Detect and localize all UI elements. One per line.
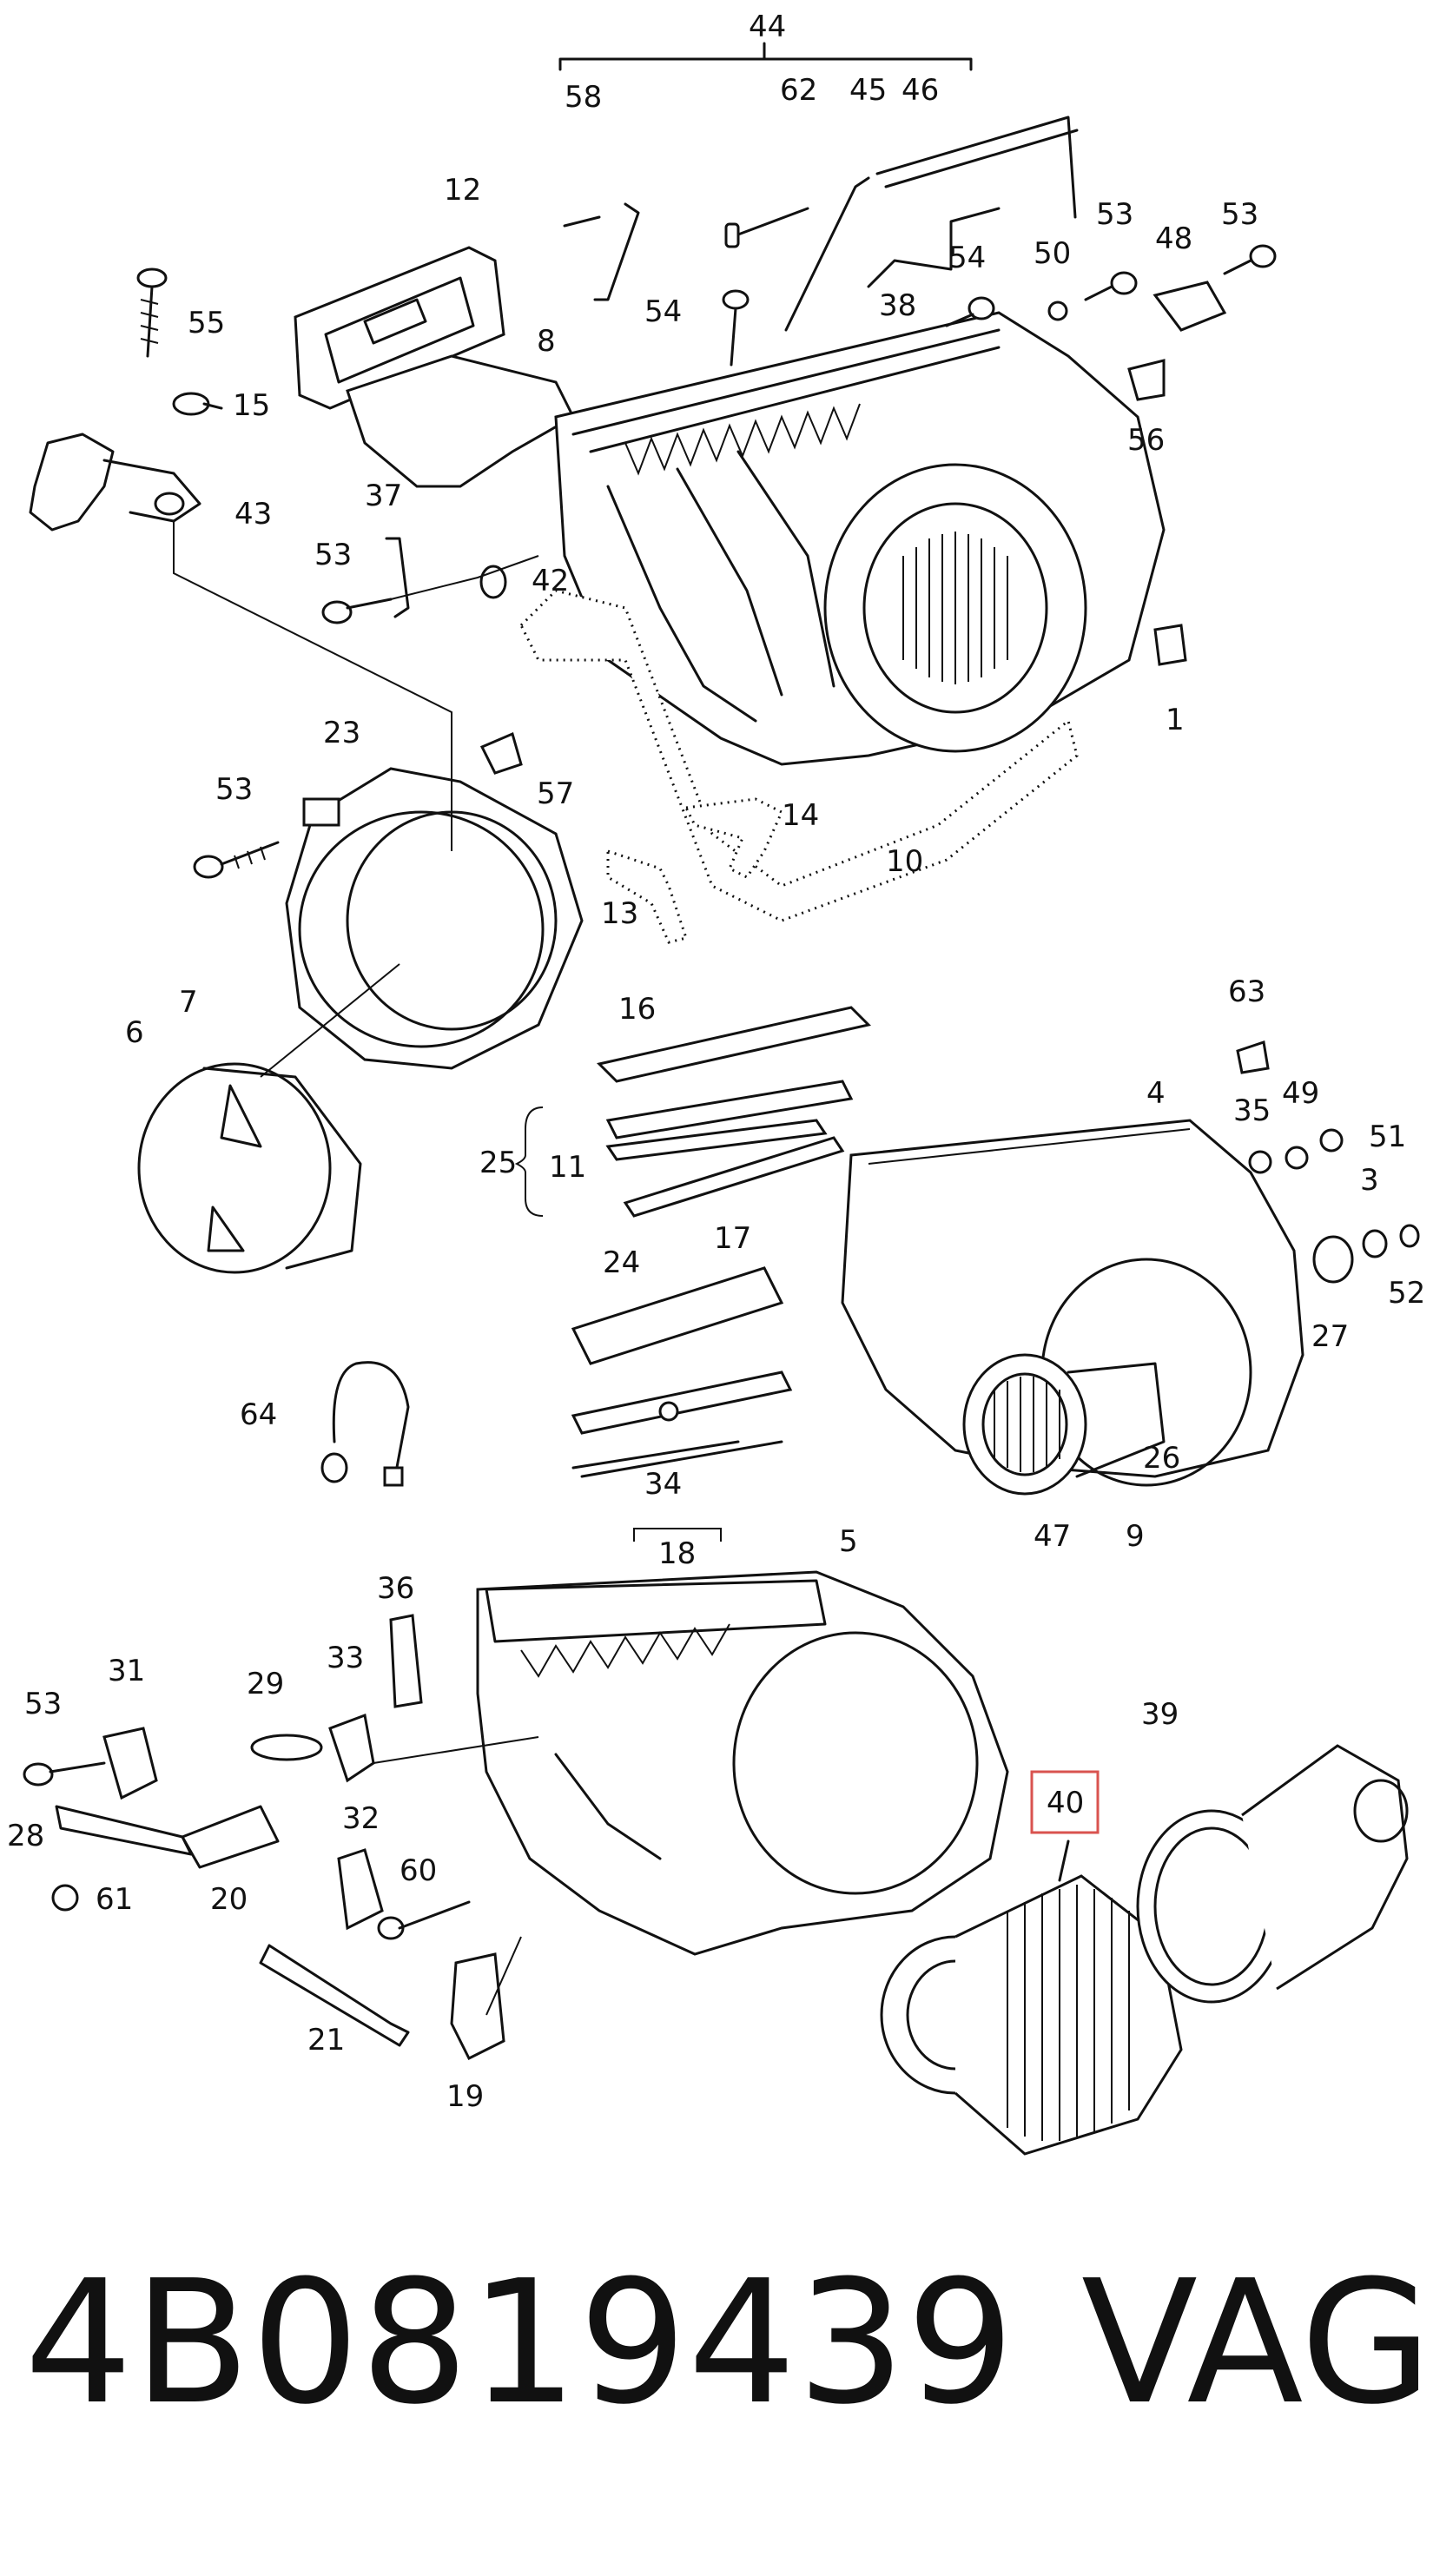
callout-1: 1 — [1166, 703, 1185, 737]
callout-24: 24 — [603, 1245, 640, 1280]
callout-53-d: 53 — [215, 772, 253, 807]
callout-49: 49 — [1282, 1076, 1319, 1111]
callout-17: 17 — [714, 1221, 751, 1256]
middle-assembly — [137, 963, 1420, 1542]
callout-56: 56 — [1127, 423, 1165, 458]
callout-48: 48 — [1155, 221, 1192, 256]
callout-36: 36 — [377, 1571, 414, 1606]
callout-32: 32 — [342, 1801, 380, 1836]
callout-44: 44 — [749, 10, 786, 44]
callout-9: 9 — [1126, 1519, 1145, 1554]
callout-39: 39 — [1141, 1697, 1179, 1732]
callout-55: 55 — [188, 306, 225, 340]
callout-18: 18 — [658, 1536, 696, 1571]
callout-53-e: 53 — [24, 1687, 62, 1721]
callout-37: 37 — [365, 479, 402, 513]
callout-labels: 44 58 62 45 46 12 55 15 43 8 53 48 53 54… — [7, 10, 1425, 2114]
callout-14: 14 — [782, 798, 819, 833]
callout-21: 21 — [307, 2023, 345, 2057]
lower-assembly — [23, 1570, 1409, 2156]
callout-45: 45 — [849, 73, 887, 108]
callout-51: 51 — [1369, 1120, 1406, 1154]
callout-15: 15 — [233, 388, 270, 423]
callout-62: 62 — [780, 73, 817, 108]
callout-10: 10 — [886, 844, 923, 879]
callout-28: 28 — [7, 1819, 44, 1853]
callout-40-highlight-box — [1030, 1770, 1100, 1834]
callout-47: 47 — [1034, 1519, 1071, 1554]
callout-6: 6 — [125, 1015, 144, 1050]
callout-43: 43 — [234, 497, 272, 532]
callout-64: 64 — [240, 1397, 277, 1432]
callout-16: 16 — [618, 992, 656, 1027]
callout-53-a: 53 — [1096, 197, 1133, 232]
callout-29: 29 — [247, 1667, 284, 1701]
callout-50: 50 — [1034, 236, 1071, 271]
callout-60: 60 — [400, 1853, 437, 1888]
callout-5: 5 — [839, 1524, 858, 1559]
upper-assembly — [29, 42, 1277, 1070]
callout-13: 13 — [601, 896, 638, 931]
callout-33: 33 — [327, 1641, 364, 1675]
callout-53-c: 53 — [314, 538, 352, 572]
callout-31: 31 — [108, 1654, 145, 1688]
callout-52: 52 — [1388, 1276, 1425, 1311]
callout-57: 57 — [537, 776, 574, 811]
callout-34: 34 — [644, 1467, 682, 1502]
callout-46: 46 — [902, 73, 939, 108]
callout-38: 38 — [879, 288, 916, 323]
callout-40: 40 — [1047, 1786, 1084, 1820]
callout-3: 3 — [1360, 1163, 1379, 1198]
callout-7: 7 — [179, 985, 198, 1020]
callout-11: 11 — [549, 1150, 586, 1185]
callout-54-a: 54 — [948, 241, 986, 275]
callout-53-b: 53 — [1221, 197, 1258, 232]
callout-20: 20 — [210, 1882, 248, 1917]
callout-58: 58 — [565, 80, 602, 115]
brand-name: VAG — [1081, 2244, 1433, 2442]
callout-12: 12 — [444, 173, 481, 208]
part-number: 4B0819439 — [24, 2244, 1016, 2442]
callout-61: 61 — [96, 1882, 133, 1917]
callout-19: 19 — [446, 2079, 484, 2114]
callout-8: 8 — [537, 324, 556, 359]
callout-26: 26 — [1143, 1441, 1180, 1476]
callout-42: 42 — [532, 564, 569, 598]
callout-54-b: 54 — [644, 294, 682, 329]
callout-25: 25 — [479, 1146, 517, 1180]
callout-27: 27 — [1311, 1319, 1349, 1354]
callout-63: 63 — [1228, 974, 1265, 1009]
callout-35: 35 — [1233, 1093, 1271, 1128]
callout-23: 23 — [323, 716, 360, 750]
callout-4: 4 — [1146, 1076, 1166, 1111]
